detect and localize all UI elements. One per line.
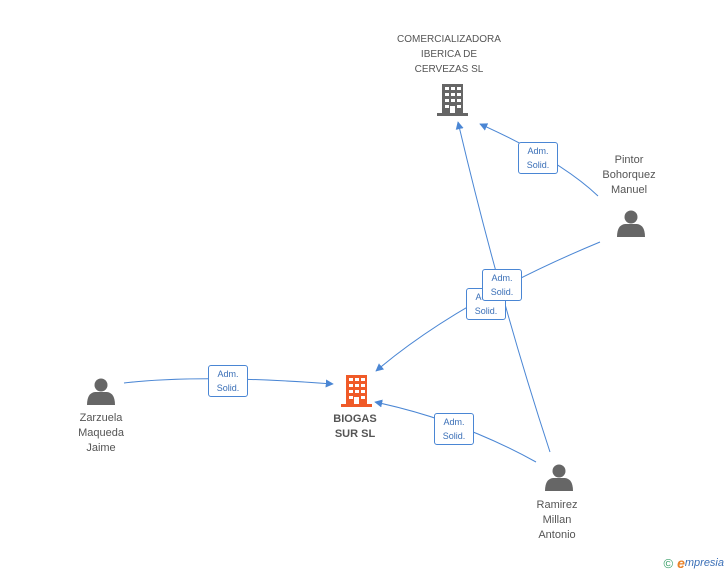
edge-label-ramirez-biogas[interactable]: Adm. Solid. <box>434 413 474 445</box>
copyright-icon: © <box>663 555 674 571</box>
building-icon[interactable] <box>437 84 468 116</box>
brand-watermark: © e mpresia <box>663 555 724 571</box>
edge-label-line1: Adm. <box>443 417 465 427</box>
edge-label-line2: Solid. <box>216 383 240 393</box>
edge-label-line2: Solid. <box>442 431 466 441</box>
edge-label-ramirez-comercializadora[interactable]: Adm. Solid. <box>482 269 522 301</box>
person-icon[interactable] <box>87 378 115 406</box>
person-icon[interactable] <box>545 464 573 492</box>
node-label-pintor[interactable]: Pintor Bohorquez Manuel <box>602 154 656 196</box>
edge-label-line1: Adm. <box>217 369 239 379</box>
edge-label-line1: Adm. <box>527 146 549 156</box>
building-icon[interactable] <box>341 375 372 407</box>
edge-label-pintor-comercializadora[interactable]: Adm. Solid. <box>518 142 558 174</box>
edge-label-line2: Solid. <box>474 306 498 316</box>
brand-name: mpresia <box>684 557 724 569</box>
brand-initial: e <box>677 555 685 571</box>
node-label-biogas[interactable]: BIOGAS SUR SL <box>333 413 377 440</box>
node-label-zarzuela[interactable]: Zarzuela Maqueda Jaime <box>78 412 124 454</box>
edge-label-zarzuela-biogas[interactable]: Adm. Solid. <box>208 365 248 397</box>
edge-label-line2: Solid. <box>490 287 514 297</box>
person-icon[interactable] <box>617 210 645 238</box>
edge-label-line2: Solid. <box>526 160 550 170</box>
edge-label-line1: Adm. <box>491 273 513 283</box>
node-label-ramirez[interactable]: Ramirez Millan Antonio <box>536 499 578 541</box>
node-label-comercializadora[interactable]: COMERCIALIZADORA IBERICA DE CERVEZAS SL <box>397 34 501 75</box>
